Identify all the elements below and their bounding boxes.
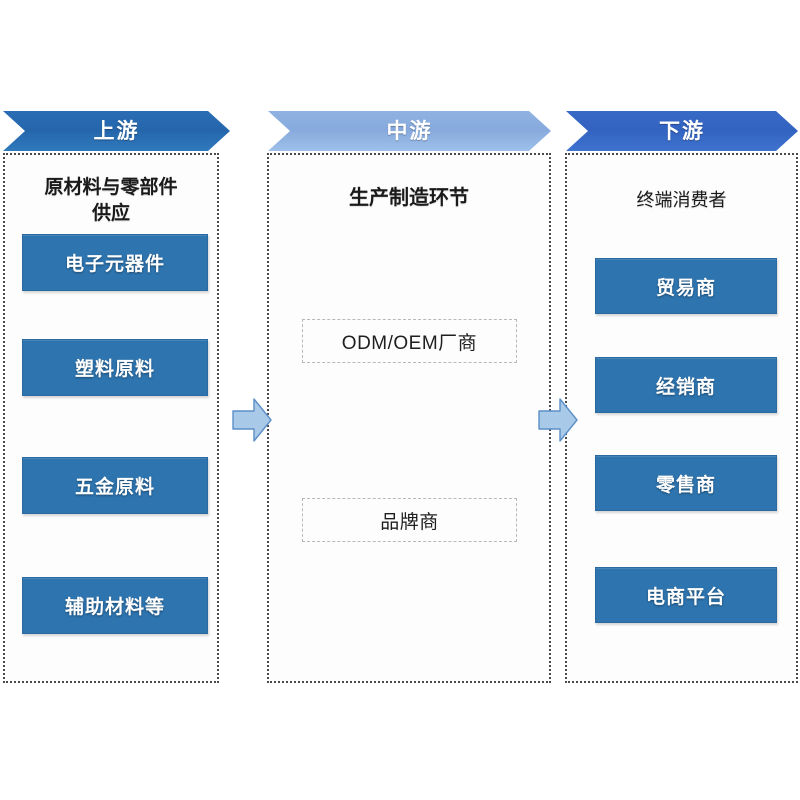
upstream-item-1[interactable]: 塑料原料 [22, 339, 208, 396]
stage-header-upstream: 上游 [3, 111, 230, 151]
downstream-item-0-label: 贸易商 [655, 277, 716, 299]
upstream-item-1-label: 塑料原料 [74, 359, 155, 380]
midstream-item-1-label: 品牌商 [380, 511, 439, 533]
stage-header-midstream: 中游 [268, 111, 551, 151]
downstream-item-1-label: 经销商 [655, 376, 716, 398]
right-arrow-icon [232, 398, 272, 442]
upstream-item-3[interactable]: 辅助材料等 [22, 577, 208, 634]
upstream-item-2-label: 五金原料 [74, 477, 155, 498]
midstream-item-0-label: ODM/OEM厂商 [341, 332, 478, 354]
right-arrow-icon [538, 398, 578, 442]
stage-header-downstream-label: 下游 [659, 119, 705, 143]
stage-panel-downstream: 终端消费者 贸易商 经销商 零售商 电商平台 [565, 153, 798, 683]
upstream-item-3-label: 辅助材料等 [64, 597, 165, 618]
stage-panel-upstream: 原材料与零部件 供应 电子元器件 塑料原料 五金原料 辅助材料等 [3, 153, 219, 683]
upstream-item-2[interactable]: 五金原料 [22, 457, 208, 514]
downstream-item-3[interactable]: 电商平台 [595, 567, 777, 623]
stage-title-midstream: 生产制造环节 [349, 187, 469, 209]
downstream-item-2-label: 零售商 [655, 474, 716, 496]
stage-header-upstream-label: 上游 [93, 119, 140, 143]
downstream-item-3-label: 电商平台 [645, 586, 726, 608]
stage-title-upstream-line1: 原材料与零部件 [44, 177, 178, 198]
stage-title-upstream-line2: 供应 [91, 203, 130, 224]
downstream-item-0[interactable]: 贸易商 [595, 258, 777, 314]
downstream-item-1[interactable]: 经销商 [595, 357, 777, 413]
stage-header-midstream-label: 中游 [386, 119, 433, 143]
stage-title-upstream: 原材料与零部件 供应 [5, 175, 217, 227]
stage-panel-midstream: 生产制造环节 ODM/OEM厂商 品牌商 [267, 153, 551, 683]
upstream-item-0-label: 电子元器件 [64, 254, 165, 275]
midstream-item-0[interactable]: ODM/OEM厂商 [302, 319, 517, 363]
stage-header-downstream: 下游 [566, 111, 798, 151]
upstream-item-0[interactable]: 电子元器件 [22, 234, 208, 291]
stage-title-downstream: 终端消费者 [636, 190, 727, 210]
midstream-item-1[interactable]: 品牌商 [302, 498, 517, 542]
downstream-item-2[interactable]: 零售商 [595, 455, 777, 511]
